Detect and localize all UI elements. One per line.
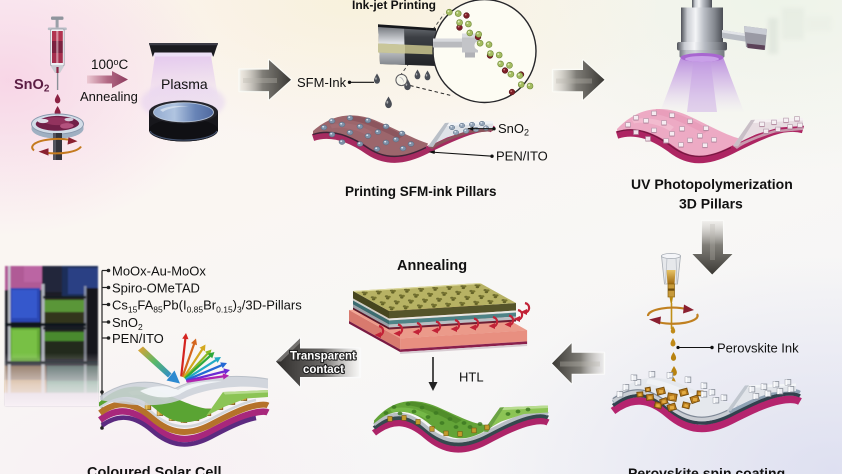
svg-text:SnO2: SnO2 xyxy=(14,77,50,95)
svg-text:Coloured Solar Cell: Coloured Solar Cell xyxy=(87,465,222,474)
svg-text:Transparent: Transparent xyxy=(290,351,356,363)
svg-text:Annealing: Annealing xyxy=(397,258,467,274)
svg-text:Cs15FA85Pb(I0.85Br0.15)3/3D-Pi: Cs15FA85Pb(I0.85Br0.15)3/3D-Pillars xyxy=(112,298,302,315)
svg-text:Printing SFM-ink Pillars: Printing SFM-ink Pillars xyxy=(345,184,497,199)
svg-text:contact: contact xyxy=(303,364,344,376)
svg-text:100oC: 100oC xyxy=(91,57,129,72)
svg-text:MoOx-Au-MoOx: MoOx-Au-MoOx xyxy=(112,264,206,279)
svg-text:Plasma: Plasma xyxy=(161,76,208,92)
svg-text:HTL: HTL xyxy=(459,370,484,385)
svg-text:Spiro-OMeTAD: Spiro-OMeTAD xyxy=(112,281,200,296)
svg-text:Perovskite Ink: Perovskite Ink xyxy=(717,341,799,356)
svg-text:3D Pillars: 3D Pillars xyxy=(679,196,743,212)
svg-text:UV Photopolymerization: UV Photopolymerization xyxy=(631,176,793,192)
svg-text:Ink-jet Printing: Ink-jet Printing xyxy=(352,0,436,12)
svg-text:Perovskite spin coating: Perovskite spin coating xyxy=(628,465,785,474)
svg-text:PEN/ITO: PEN/ITO xyxy=(112,331,164,346)
svg-text:SFM-Ink: SFM-Ink xyxy=(297,75,347,90)
svg-text:SnO2: SnO2 xyxy=(112,315,143,332)
svg-text:SnO2: SnO2 xyxy=(498,121,529,138)
svg-text:Annealing: Annealing xyxy=(80,89,138,104)
svg-text:PEN/ITO: PEN/ITO xyxy=(496,149,548,164)
